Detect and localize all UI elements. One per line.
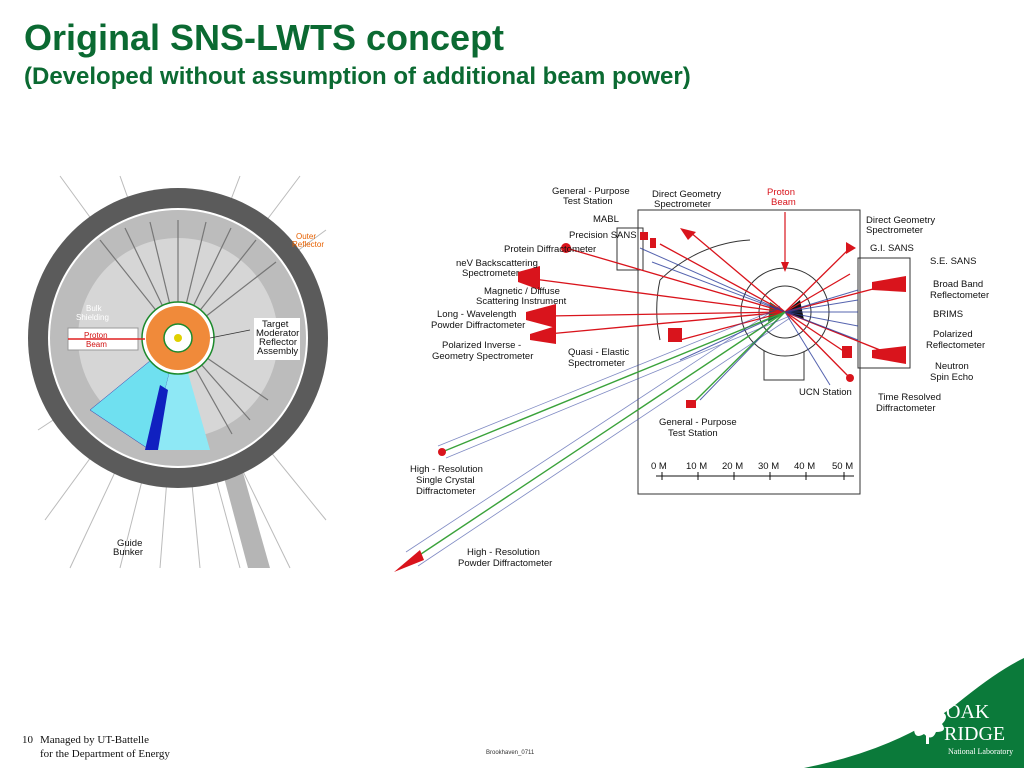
footer-center-tag: Brookhaven_0711 — [486, 750, 535, 756]
scale-tick: 50 M — [832, 461, 853, 472]
logo-lab: National Laboratory — [948, 747, 1013, 756]
label-quasi-1: Quasi - Elastic — [568, 347, 629, 358]
scale-tick: 0 M — [651, 461, 667, 472]
label-hrpd-1: High - Resolution — [467, 547, 540, 558]
label-magnetic-2: Scattering Instrument — [476, 296, 567, 307]
slide-subtitle: (Developed without assumption of additio… — [24, 63, 691, 90]
label-proton-1: Proton — [767, 187, 795, 198]
oak-ridge-logo: OAK RIDGE National Laboratory — [804, 658, 1024, 768]
label-hrsc-3: Diffractometer — [416, 486, 475, 497]
label-dgs-right-1: Direct Geometry — [866, 215, 935, 226]
left-label-tmra-4: Assembly — [257, 346, 298, 357]
left-label-tmra-2: Moderator — [256, 328, 299, 339]
scale-tick: 40 M — [794, 461, 815, 472]
label-gpts-bottom-2: Test Station — [668, 428, 718, 439]
label-polarized-inv-1: Polarized Inverse - — [442, 340, 521, 351]
label-neutron-1: Neutron — [935, 361, 969, 372]
label-broad-2: Reflectometer — [930, 290, 989, 301]
label-quasi-2: Spectrometer — [568, 358, 625, 369]
left-label-tmra-1: Target — [262, 319, 289, 330]
label-hrsc-2: Single Crystal — [416, 475, 475, 486]
label-hrsc-1: High - Resolution — [410, 464, 483, 475]
slide-title: Original SNS-LWTS concept — [24, 17, 505, 58]
label-polarized-inv-2: Geometry Spectrometer — [432, 351, 533, 362]
left-facility-plan: Outer Reflector Bulk Shielding Proton Be… — [28, 175, 328, 569]
logo-ridge: RIDGE — [944, 723, 1005, 745]
label-neutron-2: Spin Echo — [930, 372, 973, 383]
label-broad-1: Broad Band — [933, 279, 983, 290]
label-polref-1: Polarized — [933, 329, 973, 340]
label-proton-2: Beam — [771, 197, 796, 208]
label-precision-sans: Precision SANS — [569, 230, 637, 241]
label-mabl: MABL — [593, 214, 619, 225]
label-ucn: UCN Station — [799, 387, 852, 398]
footer-department: for the Department of Energy — [40, 748, 170, 760]
label-gpts-top-1: General - Purpose — [552, 186, 630, 197]
label-trd-2: Diffractometer — [876, 403, 935, 414]
oak-leaf-icon — [908, 702, 946, 744]
label-long-2: Powder Diffractometer — [431, 320, 525, 331]
left-label-outer-reflector-1: Outer — [296, 232, 316, 241]
label-gi-sans: G.I. SANS — [870, 243, 914, 254]
label-se-sans: S.E. SANS — [930, 256, 976, 267]
scale-tick: 10 M — [686, 461, 707, 472]
label-trd-1: Time Resolved — [878, 392, 941, 403]
left-label-guide-2: Bunker — [113, 547, 143, 558]
left-label-proton-1: Proton — [84, 331, 108, 340]
label-dgs-top-2: Spectrometer — [654, 199, 711, 210]
label-long-1: Long - Wavelength — [437, 309, 516, 320]
label-nev-2: Spectrometer — [462, 268, 519, 279]
label-brims: BRIMS — [933, 309, 963, 320]
left-label-guide-1: Guide — [117, 538, 142, 549]
left-label-tmra-3: Reflector — [259, 337, 297, 348]
label-gpts-bottom-1: General - Purpose — [659, 417, 737, 428]
left-label-outer-reflector-2: Reflector — [292, 240, 324, 249]
label-dgs-top-1: Direct Geometry — [652, 189, 721, 200]
label-dgs-right-2: Spectrometer — [866, 225, 923, 236]
label-polref-2: Reflectometer — [926, 340, 985, 351]
label-nev-1: neV Backscattering — [456, 258, 538, 269]
footer-managed-by: Managed by UT-Battelle — [40, 734, 149, 746]
left-label-bulk-1: Bulk — [86, 304, 103, 313]
right-instrument-layout: 0 M 10 M 20 M 30 M 40 M 50 M General - P… — [394, 186, 989, 572]
page-number: 10 — [22, 734, 33, 746]
label-magnetic-1: Magnetic / Diffuse — [484, 286, 560, 297]
label-protein: Protein Diffractometer — [504, 244, 596, 255]
left-label-bulk-2: Shielding — [76, 313, 109, 322]
logo-oak: OAK — [946, 701, 990, 723]
label-hrpd-2: Powder Diffractometer — [458, 558, 552, 569]
left-label-proton-2: Beam — [86, 340, 107, 349]
scale-tick: 20 M — [722, 461, 743, 472]
label-gpts-top-2: Test Station — [563, 196, 613, 207]
scale-tick: 30 M — [758, 461, 779, 472]
